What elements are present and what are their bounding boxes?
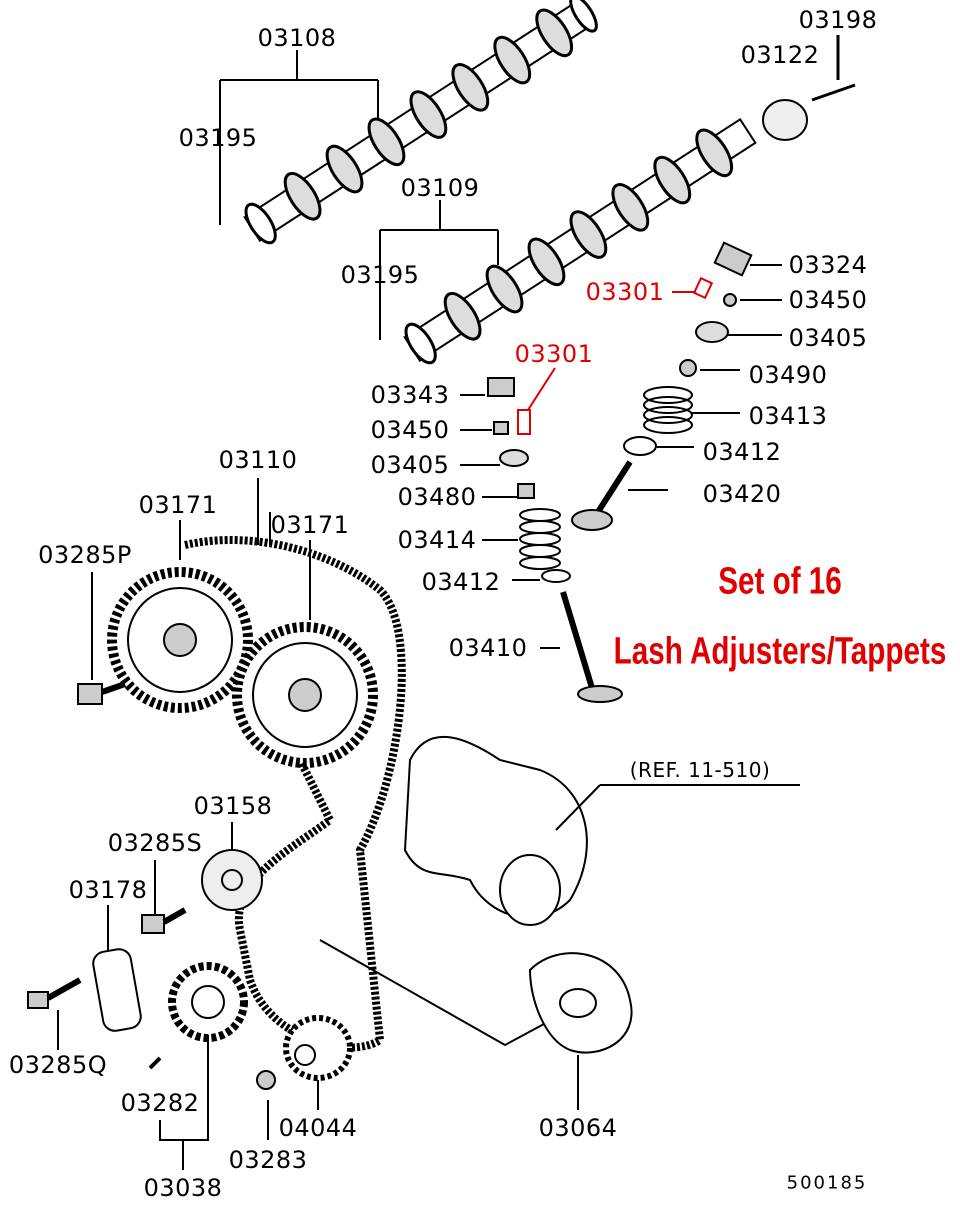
camshaft-sprocket-left — [107, 567, 253, 713]
part-label: 03490 — [748, 361, 828, 389]
part-label: 03450 — [788, 286, 868, 314]
part-label: 03171 — [270, 511, 350, 539]
part-label: 03343 — [370, 381, 450, 409]
valve-spring-right — [643, 386, 693, 434]
part-label: 03158 — [193, 792, 273, 820]
part-label: 03412 — [421, 568, 501, 596]
part-label: 03108 — [257, 24, 337, 52]
part-label: 03195 — [178, 124, 258, 152]
diagram-number: 500185 — [786, 1172, 868, 1194]
part-label: 03405 — [370, 451, 450, 479]
part-label: 03198 — [798, 6, 878, 34]
camshaft-lower — [403, 117, 757, 365]
part-label: 03195 — [340, 261, 420, 289]
crank-sprocket — [168, 962, 248, 1042]
part-label: 03038 — [143, 1174, 223, 1202]
part-label: 03178 — [68, 876, 148, 904]
part-label: 03122 — [740, 41, 820, 69]
camshaft-sprocket-right — [232, 622, 378, 768]
part-label: 03405 — [788, 324, 868, 352]
part-label: 03285P — [38, 541, 132, 569]
part-label: 03412 — [702, 438, 782, 466]
part-label: 03110 — [218, 446, 298, 474]
part-label: 03414 — [397, 526, 477, 554]
part-label: 03282 — [120, 1089, 200, 1117]
part-label-highlighted: 03301 — [514, 340, 594, 368]
part-label: 03109 — [400, 174, 480, 202]
part-label: 03171 — [138, 491, 218, 519]
belt-cover-disc — [528, 952, 633, 1054]
part-label: 03285Q — [8, 1051, 108, 1079]
reference-label: (REF. 11-510) — [629, 758, 771, 782]
part-label: 03285S — [107, 829, 203, 857]
part-label: 03420 — [702, 480, 782, 508]
promo-line-2: Lash Adjusters/Tappets — [613, 630, 947, 673]
idler-pulley — [283, 1015, 353, 1081]
part-label: 03283 — [228, 1146, 308, 1174]
timing-belt — [184, 536, 406, 1052]
part-label: 03410 — [448, 634, 528, 662]
part-label-highlighted: 03301 — [585, 278, 665, 306]
part-label: 04044 — [278, 1114, 358, 1142]
promo-line-1: Set of 16 — [718, 560, 842, 603]
part-label: 03480 — [397, 483, 477, 511]
part-label: 03324 — [788, 251, 868, 279]
part-label: 03413 — [748, 402, 828, 430]
camshaft-upper — [243, 0, 598, 245]
part-label: 03450 — [370, 416, 450, 444]
part-label: 03064 — [538, 1114, 618, 1142]
valve-spring-left — [519, 508, 561, 570]
